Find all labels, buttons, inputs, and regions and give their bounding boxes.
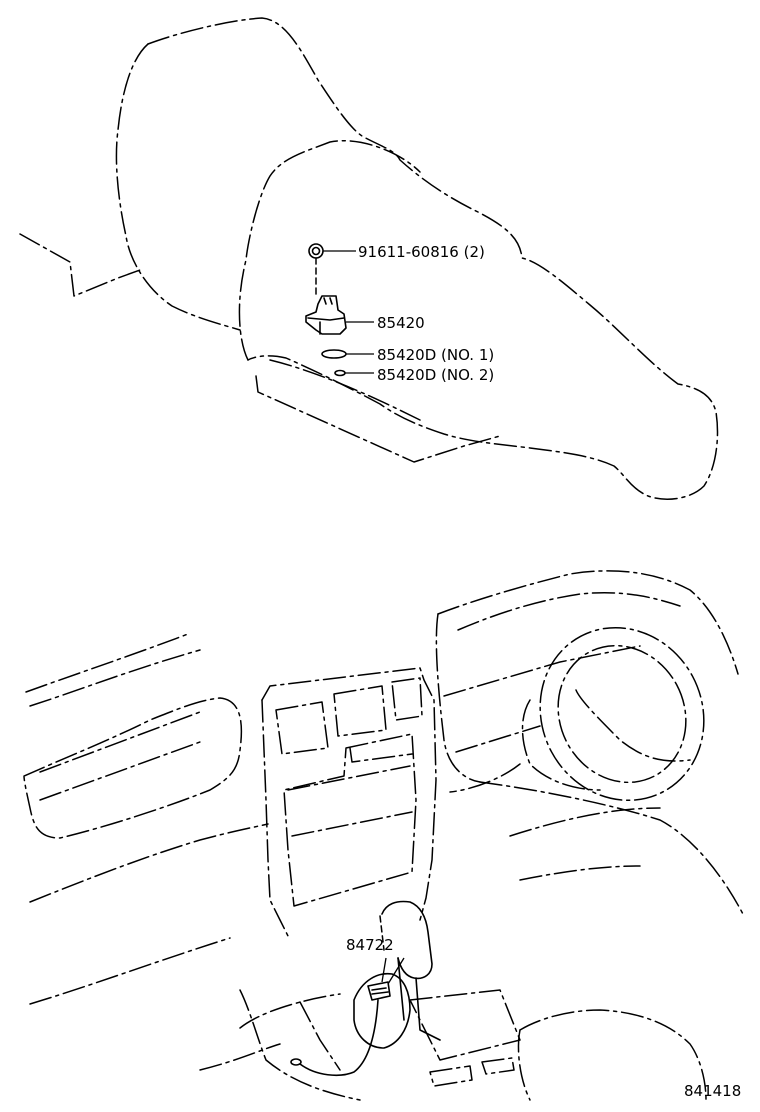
dashboard-interior-icon [23,570,745,1101]
callout-oring-no2: 85420D (NO. 2) [377,366,494,384]
callout-sensor: 85420 [377,314,425,332]
connector-part-icon [290,957,405,1077]
shift-lever-icon [353,900,441,1049]
steering-wheel-icon [449,626,705,802]
bolt-part [308,243,356,295]
oring-no1-part [321,349,374,359]
oring-no2-part [334,369,374,377]
callout-bolt: 91611-60816 (2) [358,243,485,261]
catalog-number: 841418 [684,1082,741,1100]
speed-sensor-icon [305,295,374,335]
callout-connector: 84722 [346,936,394,954]
callout-oring-no1: 85420D (NO. 1) [377,346,494,364]
transmission-outline-icon [19,17,719,500]
